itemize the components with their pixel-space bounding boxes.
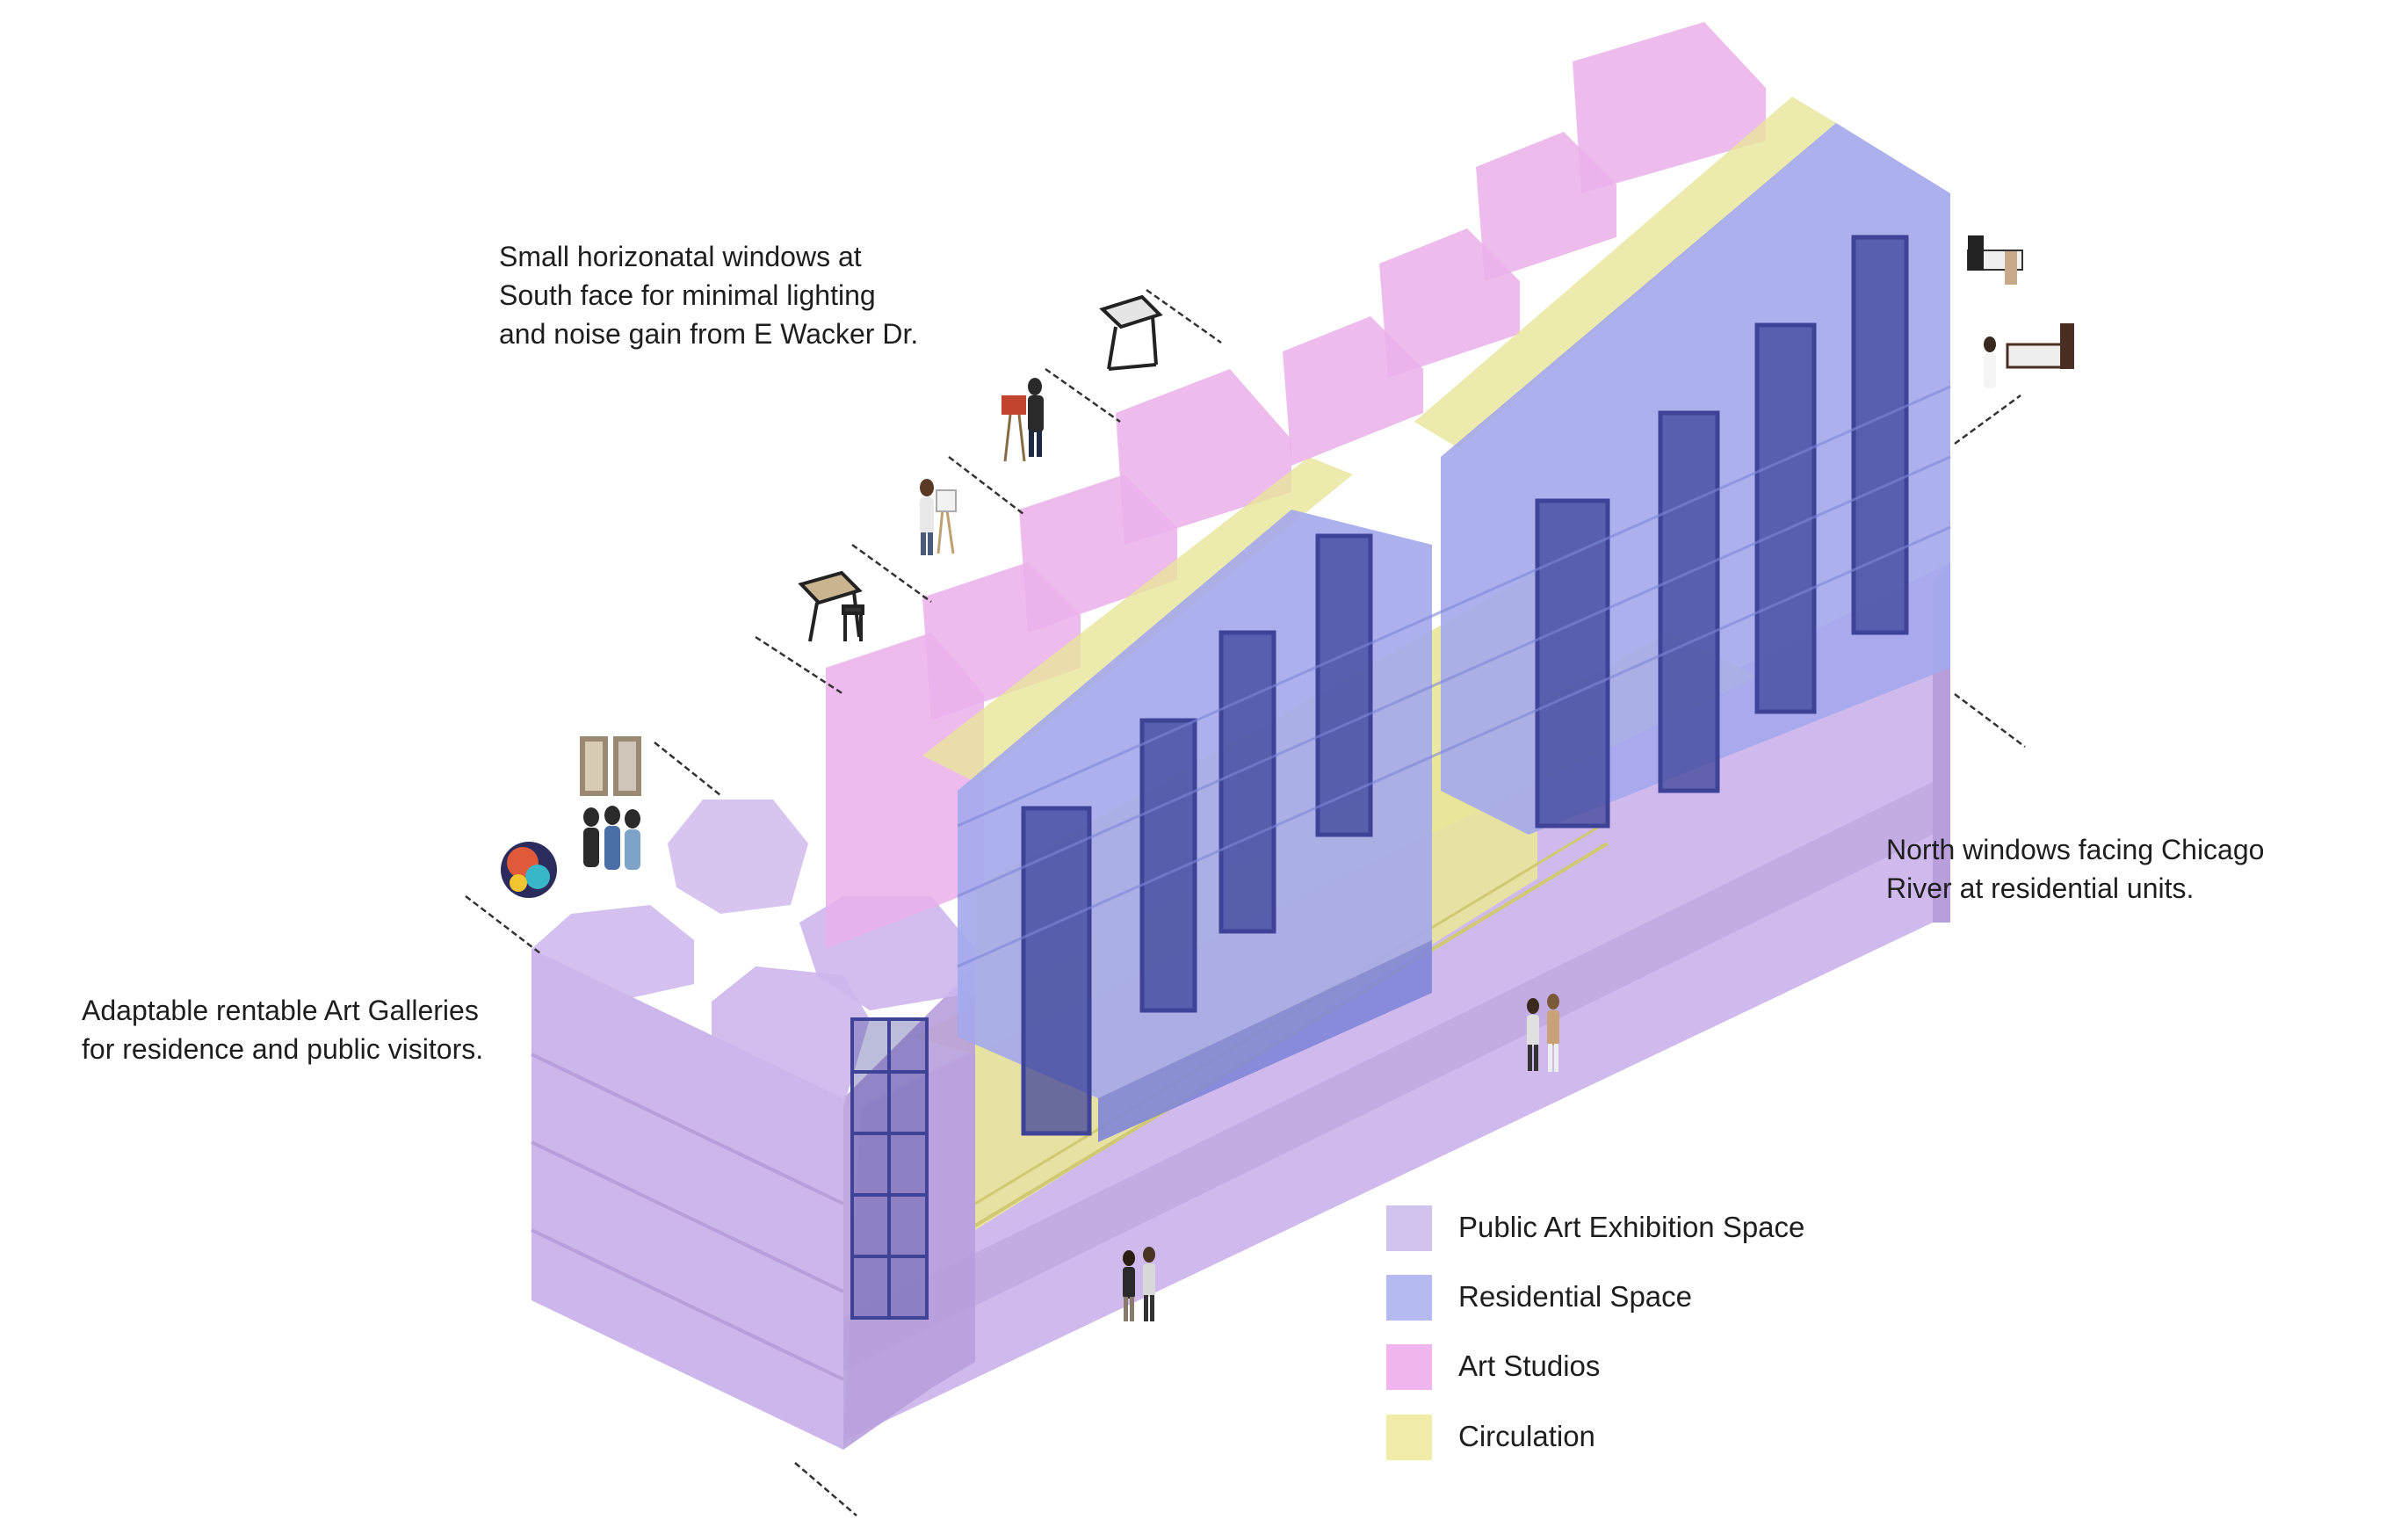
podium-base-bottom — [843, 773, 1950, 1371]
drafting-table-icon — [798, 570, 864, 642]
annotation-line: for residence and public visitors. — [82, 1033, 484, 1065]
gallery-floor-line-1 — [531, 1053, 844, 1205]
gallery-roof-hex-1 — [531, 905, 694, 1002]
gallery-side-face — [843, 966, 975, 1450]
easel-artist-icon — [920, 479, 957, 555]
annotation-south-windows: Small horizonatal windows at South face … — [499, 237, 918, 353]
gallery-floor-line-3 — [531, 1228, 844, 1381]
gallery-roof-hex-3 — [712, 966, 870, 1116]
legend-swatch — [1386, 1275, 1432, 1321]
studio-row-1 — [826, 369, 1291, 949]
painter-icon — [1002, 378, 1044, 462]
gallery-floor-line-2 — [531, 1140, 844, 1293]
circulation-strip-2 — [1414, 97, 1836, 448]
annotation-galleries: Adaptable rentable Art Galleries for res… — [82, 991, 483, 1068]
gallery-window-grid — [850, 1017, 929, 1320]
floor-line-res-3 — [957, 385, 1951, 828]
studio-row-2 — [1283, 22, 1766, 466]
circulation-strip-1 — [922, 457, 1353, 782]
annotation-line: South face for minimal lighting — [499, 279, 876, 311]
pedestrian-icon — [1527, 994, 1559, 1072]
annotation-north-windows: North windows facing Chicago River at re… — [1886, 830, 2264, 908]
legend-item-residential: Residential Space — [1386, 1275, 1878, 1324]
legend-label: Circulation — [1458, 1420, 1595, 1452]
annotation-line: Adaptable rentable Art Galleries — [82, 995, 479, 1026]
legend-item-circulation: Circulation — [1386, 1415, 1878, 1464]
legend-label: Residential Space — [1458, 1280, 1692, 1313]
portrait-art-icon — [501, 842, 557, 898]
residential-window-bands-1 — [1021, 533, 1373, 1136]
framed-art-icon — [580, 736, 641, 796]
legend-swatch — [1386, 1205, 1432, 1251]
annotation-line: and noise gain from E Wacker Dr. — [499, 318, 919, 350]
bed-icon-2 — [1984, 323, 2074, 388]
gallery-visitors-icon — [583, 806, 640, 870]
legend-swatch — [1386, 1344, 1432, 1390]
legend-label: Art Studios — [1458, 1350, 1601, 1382]
legend-swatch — [1386, 1415, 1432, 1460]
annotation-line: River at residential units. — [1886, 872, 2195, 904]
drafting-table-icon-2 — [1099, 294, 1163, 371]
legend-item-studios: Art Studios — [1386, 1344, 1878, 1393]
gallery-roof-hex-2 — [668, 800, 808, 914]
leader-lines — [465, 288, 2026, 1516]
floor-line-res-1 — [957, 455, 1951, 898]
bed-icon — [1967, 235, 2023, 285]
legend-label: Public Art Exhibition Space — [1458, 1211, 1805, 1243]
legend-item-exhibition: Public Art Exhibition Space — [1386, 1205, 1878, 1255]
floor-line-res-2 — [957, 525, 1951, 968]
annotation-line: Small horizonatal windows at — [499, 241, 862, 272]
annotation-line: North windows facing Chicago — [1886, 834, 2265, 865]
pedestrian-icon-2 — [1123, 1247, 1155, 1321]
